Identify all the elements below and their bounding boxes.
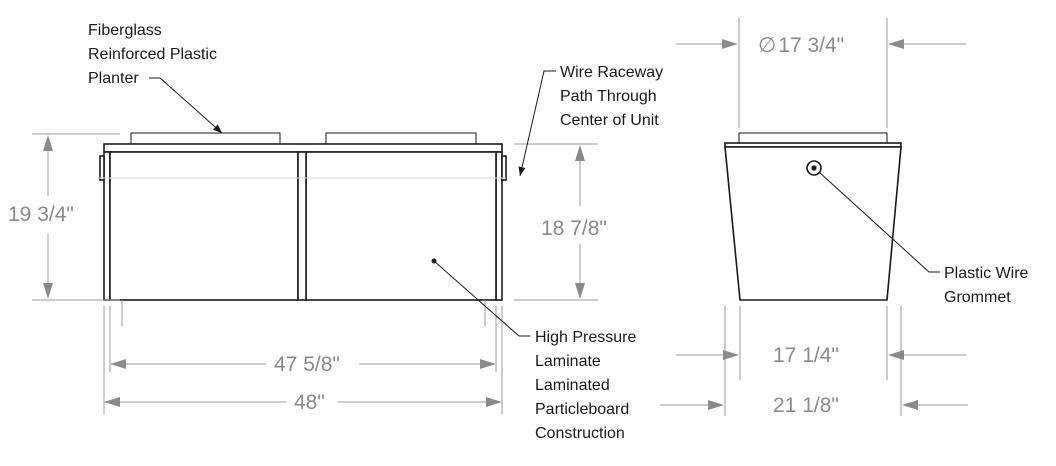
top-diameter-label: ∅17 3/4": [758, 34, 844, 57]
top-width-label: 21 1/8": [773, 394, 839, 417]
laminate-callout: High Pressure Laminate Laminated Particl…: [433, 260, 641, 442]
grommet-callout: Plastic Wire Grommet: [818, 171, 1033, 306]
cabinet-center-divider: [297, 151, 307, 301]
cabinet-panel-right: [305, 151, 497, 301]
side-view: [724, 132, 902, 301]
cabinet-panel-left: [109, 151, 299, 301]
overall-height-label: 19 3/4": [8, 203, 74, 226]
base-width-dimension: 17 1/4": [676, 344, 966, 367]
front-view: [98, 132, 507, 301]
planter-top-left: [130, 132, 281, 145]
body-height-dimension: 18 7/8": [514, 143, 607, 301]
overall-height-dimension: 19 3/4": [8, 133, 120, 301]
inner-width-dimension: 47 5/8": [110, 353, 496, 376]
raceway-tab-right: [501, 155, 507, 181]
base-width-label: 17 1/4": [773, 344, 839, 367]
side-width-extension-lines: [724, 306, 902, 416]
overall-width-dimension: 48": [104, 391, 502, 414]
cabinet-top-cap: [103, 143, 503, 153]
top-width-dimension: 21 1/8": [660, 394, 968, 417]
grommet-center: [811, 165, 817, 171]
inner-width-label: 47 5/8": [274, 353, 340, 376]
planter-callout-text: Fiberglass Reinforced Plastic Planter: [88, 22, 221, 87]
overall-width-label: 48": [294, 391, 325, 414]
planter-callout: Fiberglass Reinforced Plastic Planter: [88, 22, 223, 134]
side-planter-top: [738, 132, 888, 144]
cabinet-left-end-cap: [103, 151, 111, 301]
laminate-callout-text: High Pressure Laminate Laminated Particl…: [535, 329, 641, 442]
cabinet-right-end-cap: [495, 151, 503, 301]
planter-top-right: [325, 132, 477, 145]
side-tapered-body: [724, 146, 902, 301]
raceway-tab-left: [99, 155, 105, 181]
raceway-callout: Wire Raceway Path Through Center of Unit: [518, 64, 668, 177]
raceway-callout-text: Wire Raceway Path Through Center of Unit: [560, 64, 668, 129]
top-diameter-dimension: ∅17 3/4": [676, 18, 966, 128]
body-height-label: 18 7/8": [541, 217, 607, 240]
grommet-callout-text: Plastic Wire Grommet: [944, 265, 1033, 306]
front-width-extension-lines: [103, 300, 503, 414]
